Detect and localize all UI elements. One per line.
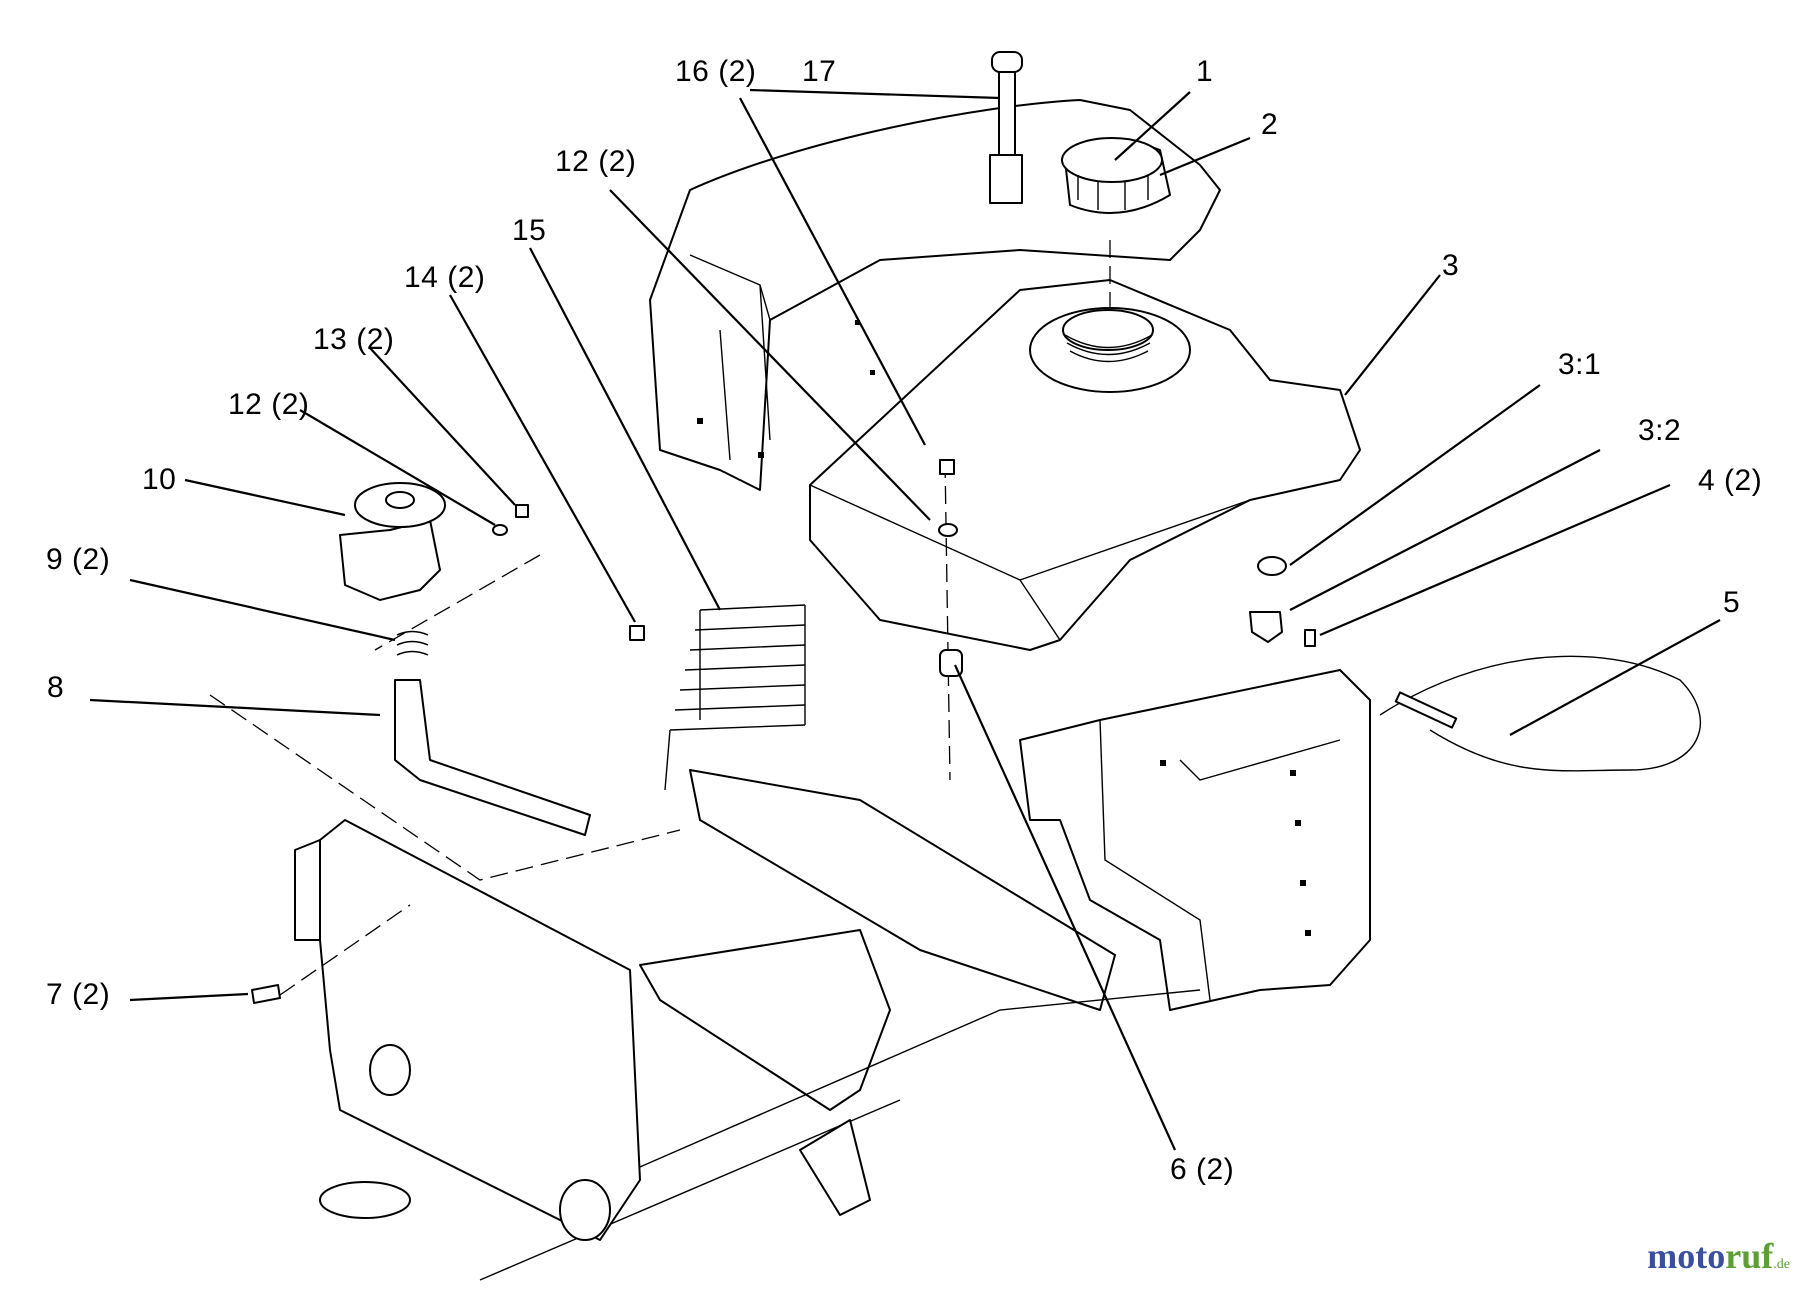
fuel-hose-5 [1379,655,1702,772]
front-panel-flange [294,839,321,941]
fender-slot [870,370,875,375]
watermark-moto: moto [1647,1236,1726,1276]
leader-14 [449,294,636,623]
fuel-cap-grips [1077,175,1149,210]
watermark-tld: .de [1773,1257,1790,1272]
grille-frame [664,605,806,791]
fender-slot [697,418,703,424]
leader-3-2 [1289,449,1601,611]
leader-6 [953,664,1177,1151]
fuel-tank [809,279,1361,651]
chassis-edge [1099,719,1341,1001]
leader-15 [529,247,721,611]
deck-plate [639,929,891,1111]
callout-12-lower: 12 (2) [228,388,310,421]
callout-12-upper: 12 (2) [555,145,637,178]
fuel-hose-section [1394,691,1458,729]
reservoir-hose-8 [394,679,591,836]
bolt-14 [629,625,645,641]
leader-2 [1159,136,1251,177]
leader-17 [749,88,1001,100]
leader-8 [89,698,381,717]
callout-9: 9 (2) [46,543,111,576]
callout-6: 6 (2) [1170,1153,1235,1186]
assembly-line [209,554,681,996]
leader-10 [184,478,346,517]
leader-9 [129,578,396,642]
front-panel [319,819,641,1241]
callout-2: 2 [1261,108,1279,141]
reservoir-cap-center [385,491,415,509]
floor-bracket [799,1119,871,1216]
frame-hole [1300,880,1306,886]
leader-3 [1344,274,1441,396]
callout-17: 17 [802,55,837,88]
grille-screen [669,604,806,731]
leader-12b [299,409,496,526]
fuel-tank-ridge [809,484,1251,641]
dipstick-cap [991,51,1023,73]
callout-7: 7 (2) [46,978,111,1011]
callout-5: 5 [1723,586,1741,619]
frame-hole [1290,770,1296,776]
leader-4 [1319,483,1671,637]
fender-edge-2 [719,284,771,461]
floor-opening [319,1181,411,1219]
panel-hole [559,1179,611,1241]
cross-member [689,769,1116,1011]
tank-neck-threads [1064,334,1153,363]
callout-14: 14 (2) [404,261,486,294]
callout-15: 15 [512,214,547,247]
fender-slot [758,452,764,458]
callout-3-1: 3:1 [1558,348,1602,381]
bolt-16 [939,459,955,475]
frame-hole [1160,760,1166,766]
callout-1: 1 [1196,55,1214,88]
dipstick-tube [989,154,1023,204]
leader-5 [1509,619,1721,736]
leader-7 [129,992,249,1002]
centerline [944,459,951,781]
watermark-ruf: ruf [1725,1236,1774,1276]
callout-3-2: 3:2 [1638,414,1682,447]
nut-13 [515,504,529,518]
bolt-7 [251,984,281,1004]
callout-3: 3 [1442,249,1460,282]
callout-13: 13 (2) [313,323,395,356]
callout-4: 4 (2) [1698,464,1763,497]
clamp-4 [1304,629,1316,647]
fitting-3-2 [1249,611,1283,643]
washer-12 [938,523,958,537]
leader-13 [369,347,516,506]
frame-hole [1305,930,1311,936]
washer-12-left [492,524,508,536]
leader-1 [1114,91,1191,161]
coolant-reservoir [339,519,441,601]
leader-3-1 [1289,384,1541,566]
callout-10: 10 [142,463,177,496]
watermark-logo: motoruf.de [1647,1235,1790,1277]
leader-16 [739,97,926,446]
grommet-3-1 [1257,556,1287,576]
fender-slot [855,320,860,325]
chassis-frame [1019,669,1371,1011]
frame-hole [1295,820,1301,826]
panel-hole [369,1044,411,1096]
callout-16: 16 (2) [675,55,757,88]
leader-12a [609,189,931,521]
callout-8: 8 [47,671,65,704]
tank-filler-neck [1062,309,1154,351]
dipstick-rod [998,71,1016,163]
fuel-cap-top [1061,137,1163,183]
clamp-9 [396,630,429,656]
